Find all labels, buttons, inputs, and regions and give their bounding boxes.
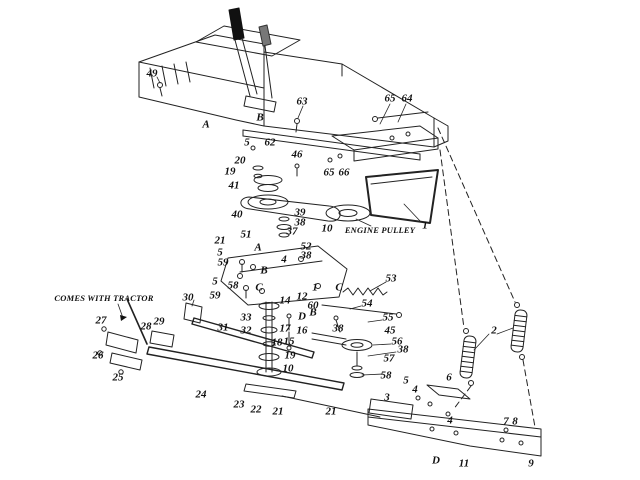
belt-and-pulleys [240,175,371,238]
fastener-stack-left [237,259,249,299]
tension-spring [321,287,402,318]
idler-pulley [311,332,373,378]
deck-mounting-plate [220,245,348,306]
rear-deck-plates [281,384,542,457]
lift-link-bars [146,317,345,391]
lift-lever [228,7,277,113]
small-fasteners [157,82,509,433]
suspension-springs [459,302,528,386]
idler-bracket-assembly [331,111,439,162]
hanger-bracket-left [97,298,203,375]
chassis-frame [138,25,449,161]
alignment-dashed-lines [437,127,536,428]
leader-lines [117,76,514,376]
belt-guard-panel [365,169,439,224]
